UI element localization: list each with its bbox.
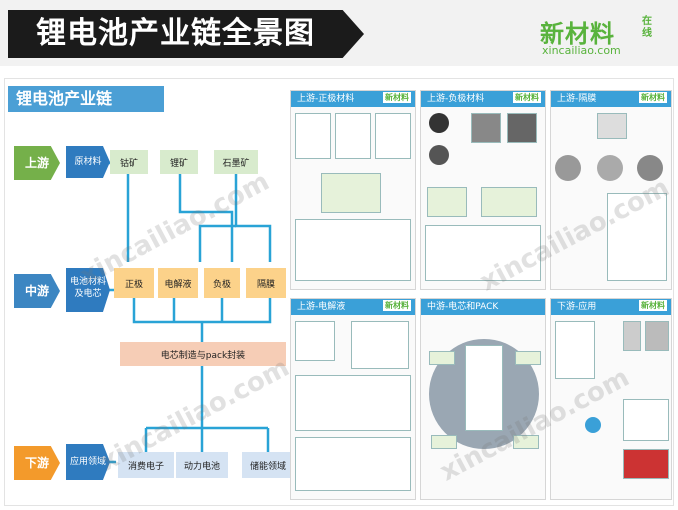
downstream-label: 应用领域 xyxy=(66,444,110,480)
panel-table xyxy=(425,225,541,281)
panel-cathode: 上游-正极材料 新材料 xyxy=(290,90,416,290)
upstream-label: 原材料 xyxy=(66,146,110,178)
connector-line xyxy=(198,224,236,262)
panel-photo xyxy=(471,113,501,143)
panel-logo: 新材料 xyxy=(383,300,411,311)
logo-main-text: 新材料 xyxy=(540,20,615,48)
panel-box xyxy=(481,187,537,217)
page-title: 锂电池产业链全景图 xyxy=(8,10,364,58)
panel-box xyxy=(321,173,381,213)
panel-anode: 上游-负极材料 新材料 xyxy=(420,90,546,290)
panel-logo: 新材料 xyxy=(639,92,667,103)
material-separator: 隔膜 xyxy=(246,268,286,298)
app-energy-storage: 储能领域 xyxy=(242,452,294,478)
panel-photo xyxy=(555,155,581,181)
panel-list xyxy=(623,399,669,441)
logo-url: xincailiao.com xyxy=(542,44,621,57)
panel-list xyxy=(607,193,667,281)
panel-box xyxy=(431,435,457,449)
connector-line xyxy=(234,174,272,262)
connector-line xyxy=(178,174,234,262)
panel-table xyxy=(295,219,411,281)
mineral-lithium: 锂矿 xyxy=(160,150,198,174)
logo-side-text: 在线 xyxy=(642,16,652,39)
panel-list xyxy=(555,321,595,379)
panel-list xyxy=(335,113,371,159)
panel-separator: 上游-隔膜 新材料 xyxy=(550,90,672,290)
process-cell-manufacturing: 电芯制造与pack封装 xyxy=(120,342,286,366)
panel-list xyxy=(465,345,503,431)
panel-hub xyxy=(585,417,601,433)
panel-list xyxy=(295,321,335,361)
panel-photo xyxy=(597,155,623,181)
panel-photo xyxy=(597,113,627,139)
panel-box xyxy=(515,351,541,365)
panel-logo: 新材料 xyxy=(513,92,541,103)
panel-list xyxy=(295,113,331,159)
connector-line xyxy=(132,298,272,324)
panel-photo xyxy=(507,113,537,143)
panel-cell-pack: 中游-电芯和PACK xyxy=(420,298,546,500)
panel-electrolyte: 上游-电解液 新材料 xyxy=(290,298,416,500)
mineral-cobalt: 钴矿 xyxy=(110,150,148,174)
mineral-graphite: 石墨矿 xyxy=(214,150,258,174)
panel-list xyxy=(351,321,409,369)
panel-logo: 新材料 xyxy=(639,300,667,311)
panel-photo xyxy=(429,145,449,165)
material-cathode: 正极 xyxy=(114,268,154,298)
panel-table xyxy=(295,375,411,431)
stage-downstream: 下游 xyxy=(14,446,60,480)
panel-photo xyxy=(637,155,663,181)
panel-title: 中游-电芯和PACK xyxy=(421,299,545,315)
stage-midstream: 中游 xyxy=(14,274,60,308)
stage-upstream: 上游 xyxy=(14,146,60,180)
panel-photo xyxy=(645,321,669,351)
app-consumer-electronics: 消费电子 xyxy=(118,452,174,478)
panel-application: 下游-应用 新材料 xyxy=(550,298,672,500)
panel-table xyxy=(295,437,411,491)
app-power-battery: 动力电池 xyxy=(176,452,228,478)
panel-list xyxy=(375,113,411,159)
diagram-title: 锂电池产业链 xyxy=(8,86,164,112)
panel-photo xyxy=(623,321,641,351)
material-anode: 负极 xyxy=(204,268,240,298)
panel-box xyxy=(427,187,467,217)
panel-box xyxy=(429,351,455,365)
midstream-label: 电池材料及电芯 xyxy=(66,268,110,312)
panel-logo: 新材料 xyxy=(383,92,411,103)
panel-box xyxy=(513,435,539,449)
brand-logo: 新材料 在线 xincailiao.com xyxy=(540,14,670,60)
panel-photo xyxy=(623,449,669,479)
material-electrolyte: 电解液 xyxy=(158,268,198,298)
panel-photo xyxy=(429,113,449,133)
